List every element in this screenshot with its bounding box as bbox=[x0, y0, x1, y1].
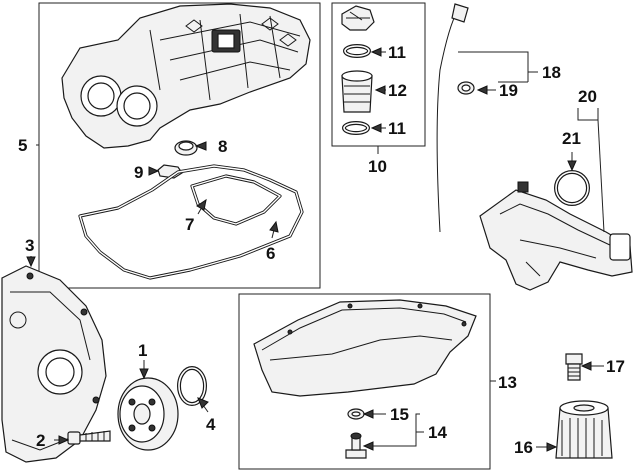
callout-6: 6 bbox=[266, 244, 275, 263]
filler-tube-o-ring-lower bbox=[342, 121, 370, 135]
valve-cover-gasket-outer bbox=[78, 164, 304, 280]
callout-18: 18 bbox=[542, 63, 561, 82]
drain-plug-assembly bbox=[345, 432, 367, 459]
timing-cover-seal bbox=[177, 366, 207, 406]
filler-tube-o-ring bbox=[343, 44, 371, 58]
callout-17: 17 bbox=[606, 357, 625, 376]
callout-8: 8 bbox=[218, 137, 227, 156]
callout-16: 16 bbox=[514, 438, 533, 457]
callout-9: 9 bbox=[134, 163, 143, 182]
oil-filter bbox=[555, 400, 613, 459]
oil-filler-cap bbox=[341, 5, 375, 31]
intake-manifold-assembly bbox=[479, 181, 633, 291]
balancer-bolt bbox=[67, 430, 111, 445]
valve-cover-seal bbox=[174, 140, 198, 156]
dipstick-seal bbox=[457, 81, 475, 95]
oil-filter-adapter bbox=[565, 353, 583, 381]
callout-4: 4 bbox=[206, 415, 216, 434]
callout-13: 13 bbox=[498, 373, 517, 392]
oil-pan bbox=[253, 299, 477, 397]
callout-19: 19 bbox=[499, 81, 518, 100]
timing-chain-cover-balancer bbox=[117, 377, 179, 451]
callout-15: 15 bbox=[390, 405, 409, 424]
callout-11-top: 11 bbox=[388, 43, 406, 62]
callout-21: 21 bbox=[562, 129, 581, 148]
timing-cover bbox=[1, 265, 107, 463]
callout-11-bottom: 11 bbox=[388, 119, 406, 138]
callout-12: 12 bbox=[388, 81, 407, 100]
oil-dipstick-assembly bbox=[436, 3, 469, 233]
valve-cover-assembly bbox=[61, 3, 311, 149]
callout-3: 3 bbox=[25, 236, 34, 255]
drain-plug-washer bbox=[347, 408, 365, 420]
filler-tube bbox=[341, 70, 373, 113]
callout-7: 7 bbox=[185, 215, 194, 234]
callout-20: 20 bbox=[578, 87, 597, 106]
callout-2: 2 bbox=[36, 431, 45, 450]
callout-14: 14 bbox=[428, 423, 447, 442]
arrowheads bbox=[26, 47, 592, 452]
callout-10: 10 bbox=[368, 157, 387, 176]
callout-1: 1 bbox=[138, 341, 147, 360]
intake-manifold-gasket bbox=[554, 170, 590, 206]
callout-5: 5 bbox=[18, 136, 27, 155]
